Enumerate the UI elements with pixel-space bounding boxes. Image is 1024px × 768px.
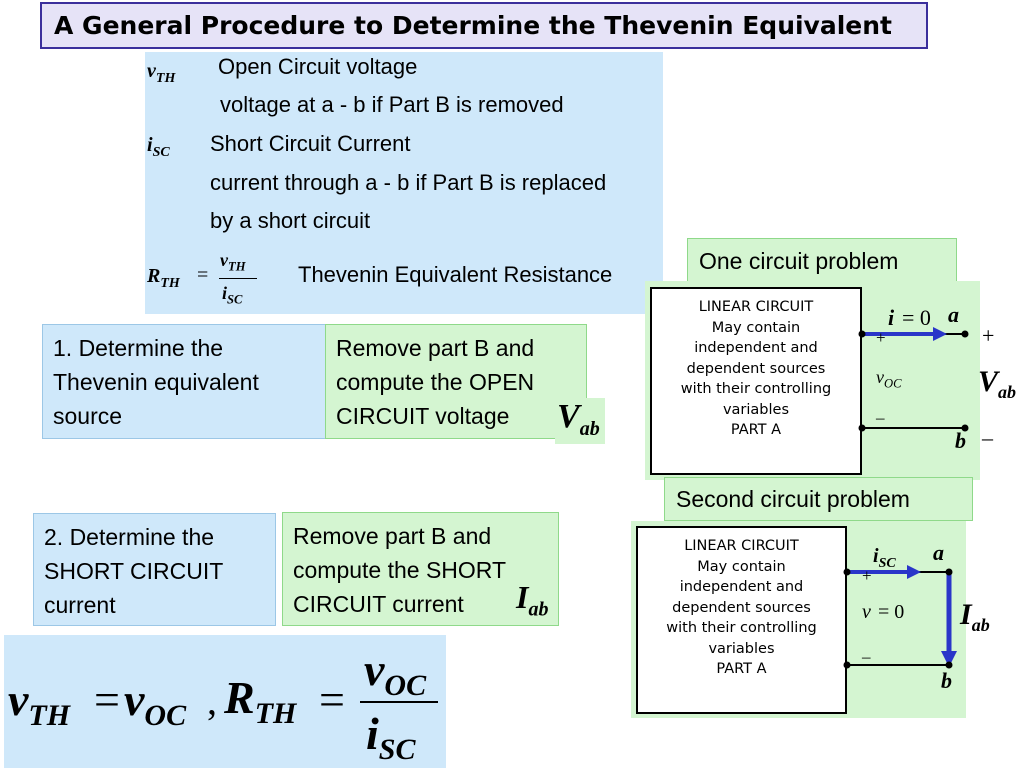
definitions-panel: vTH Open Circuit voltage voltage at a - … <box>145 52 663 314</box>
step-2-box: 2. Determine the SHORT CIRCUIT current <box>33 513 276 626</box>
circuit-2-v-label: v <box>862 601 871 623</box>
circuit-2-line-7: PART A <box>716 661 767 677</box>
isc-definition: Short Circuit Current <box>210 131 411 156</box>
voc-numerator: vOC <box>364 644 427 703</box>
rth-symbol: RTH <box>147 265 180 291</box>
comma: , <box>207 678 217 723</box>
fraction-bar <box>219 278 257 279</box>
circuit-1-line-4: dependent sources <box>686 360 826 377</box>
step-2-action-box: Remove part B and compute the SHORT CIRC… <box>282 512 559 626</box>
circuit-2-plus: + <box>862 566 872 585</box>
isc-denominator: iSC <box>366 708 416 767</box>
rth-numerator: vTH <box>220 250 246 274</box>
circuit-2-line-6: variables <box>708 640 775 657</box>
circuit-2-node-a: a <box>933 540 944 565</box>
result-fraction-bar <box>360 701 438 703</box>
circuit-1-linear-box: LINEAR CIRCUIT May contain independent a… <box>650 287 862 475</box>
circuit-1-vab: Vab <box>978 365 1017 402</box>
circuit-2-v-value: = 0 <box>878 601 905 623</box>
isc-symbol: iSC <box>147 134 170 160</box>
circuit-2-iab: Iab <box>960 598 990 635</box>
circuit-1-line-7: PART A <box>730 422 782 438</box>
circuit-2-wiring <box>843 565 957 669</box>
isc-description-line1: current through a - b if Part B is repla… <box>210 170 607 195</box>
circuit-1-line-3: independent and <box>694 340 818 356</box>
circuit-1-plus-inner: + <box>876 328 886 347</box>
rth-result: RTH <box>224 672 297 731</box>
circuit-2-line-3: independent and <box>679 579 804 595</box>
circuit-1-line-2: May contain <box>711 319 801 336</box>
circuit-1-plus-outer: + <box>982 323 995 348</box>
vab-badge: Vab <box>555 398 605 444</box>
circuit-2-minus: – <box>862 647 871 666</box>
circuit-1-minus-inner: – <box>876 408 885 427</box>
voc-result: vOC <box>124 674 187 733</box>
circuit-2-line-1: LINEAR CIRCUIT <box>684 538 799 554</box>
vab-symbol: Vab <box>557 398 600 440</box>
equals-1: = <box>94 674 120 725</box>
circuit-2-heading: Second circuit problem <box>664 477 973 521</box>
circuit-1-line-5: with their controlling <box>680 381 832 397</box>
step-1-box: 1. Determine the Thevenin equivalent sou… <box>42 324 326 439</box>
isc-description-line2: by a short circuit <box>210 208 371 233</box>
vth-result: vTH <box>8 674 71 733</box>
circuit-1-current-label: i <box>888 305 895 330</box>
slide-title: A General Procedure to Determine the The… <box>40 2 928 49</box>
step-1-action-box: Remove part B and compute the OPEN CIRCU… <box>325 324 587 439</box>
circuit-1-voc: vOC <box>876 367 902 391</box>
circuit-1-heading: One circuit problem <box>687 238 957 284</box>
circuit-1-line-6: variables <box>722 401 790 418</box>
circuit-1-node-b: b <box>955 428 966 453</box>
circuit-2-linear-box: LINEAR CIRCUIT May contain independent a… <box>636 526 847 714</box>
vth-description: voltage at a - b if Part B is removed <box>220 92 564 117</box>
rth-equals: = <box>197 264 209 286</box>
circuit-1-wiring <box>858 327 969 432</box>
circuit-2-line-2: May contain <box>697 558 786 575</box>
circuit-1-current-value: = 0 <box>902 305 931 330</box>
vth-symbol: vTH <box>147 60 176 86</box>
circuit-2-node-b: b <box>941 668 952 693</box>
result-equation-panel: vTH = vOC , RTH = vOC iSC <box>4 635 446 768</box>
circuit-1-minus-outer: – <box>982 425 993 450</box>
circuit-1-line-1: LINEAR CIRCUIT <box>698 299 814 315</box>
rth-description: Thevenin Equivalent Resistance <box>298 262 613 287</box>
circuit-2-isc: iSC <box>873 545 896 571</box>
circuit-2-line-4: dependent sources <box>672 599 811 616</box>
circuit-2-line-5: with their controlling <box>666 620 817 636</box>
rth-denominator: iSC <box>222 283 243 307</box>
iab-symbol: Iab <box>516 579 549 621</box>
vth-definition: Open Circuit voltage <box>218 54 418 79</box>
circuit-1-node-a: a <box>948 302 959 327</box>
equals-2: = <box>319 674 345 725</box>
